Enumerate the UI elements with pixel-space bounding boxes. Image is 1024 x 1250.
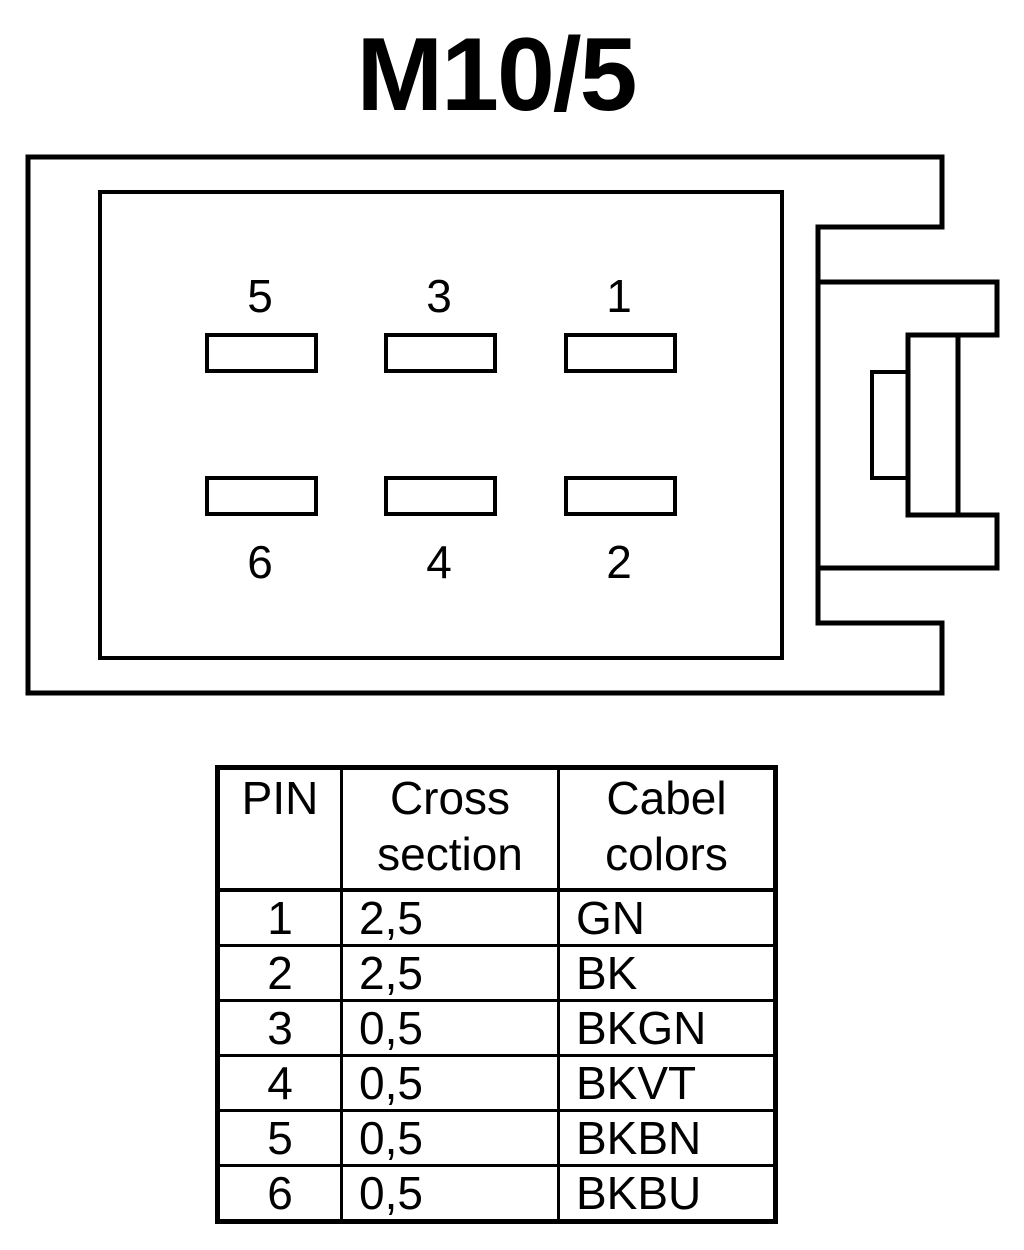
cell-cross-section: 2,5 xyxy=(340,888,560,947)
cell-cross-section: 0,5 xyxy=(340,1164,560,1223)
connector-housing-outline xyxy=(25,154,945,696)
cell-cable-color: BKBN xyxy=(557,1109,777,1167)
header-cross-section: Cross section xyxy=(340,766,560,892)
pin-label-2: 2 xyxy=(606,536,632,588)
cell-pin: 6 xyxy=(216,1164,343,1223)
pin-contact-1 xyxy=(564,333,677,373)
pin-label-4: 4 xyxy=(426,536,452,588)
cell-cable-color: BKGN xyxy=(557,999,777,1057)
pin-label-3: 3 xyxy=(426,270,452,322)
pin-contact-4 xyxy=(384,476,497,516)
cell-cable-color: BK xyxy=(557,944,777,1002)
table-row: 5 0,5 BKBN xyxy=(216,1109,777,1167)
cell-cross-section: 0,5 xyxy=(340,999,560,1057)
pin-label-6: 6 xyxy=(247,536,273,588)
connector-diagram: 5 3 1 6 4 2 xyxy=(25,154,1000,696)
table-row: 2 2,5 BK xyxy=(216,944,777,1002)
table-header-row: PIN Cross section Cabel colors xyxy=(216,766,777,892)
pin-cavity-frame xyxy=(98,190,784,660)
header-pin: PIN xyxy=(216,766,343,892)
table-row: 1 2,5 GN xyxy=(216,888,777,947)
connector-title: M10/5 xyxy=(356,17,637,133)
cell-cable-color: GN xyxy=(557,888,777,947)
cell-pin: 1 xyxy=(216,888,343,947)
pin-contact-3 xyxy=(384,333,497,373)
latch-tab xyxy=(870,370,910,480)
cell-pin: 4 xyxy=(216,1054,343,1112)
cell-cable-color: BKBU xyxy=(557,1164,777,1223)
pin-contact-6 xyxy=(205,476,318,516)
cell-cross-section: 0,5 xyxy=(340,1054,560,1112)
cell-cable-color: BKVT xyxy=(557,1054,777,1112)
cell-pin: 5 xyxy=(216,1109,343,1167)
cell-cross-section: 0,5 xyxy=(340,1109,560,1167)
cell-cross-section: 2,5 xyxy=(340,944,560,1002)
pin-label-5: 5 xyxy=(247,270,273,322)
cell-pin: 2 xyxy=(216,944,343,1002)
table-row: 4 0,5 BKVT xyxy=(216,1054,777,1112)
pin-label-1: 1 xyxy=(606,270,632,322)
table-row: 3 0,5 BKGN xyxy=(216,999,777,1057)
pin-contact-5 xyxy=(205,333,318,373)
cell-pin: 3 xyxy=(216,999,343,1057)
pin-contact-2 xyxy=(564,476,677,516)
pin-assignment-table: PIN Cross section Cabel colors 1 2,5 GN … xyxy=(215,765,778,1224)
header-cable-colors: Cabel colors xyxy=(557,766,777,892)
table-row: 6 0,5 BKBU xyxy=(216,1164,777,1223)
